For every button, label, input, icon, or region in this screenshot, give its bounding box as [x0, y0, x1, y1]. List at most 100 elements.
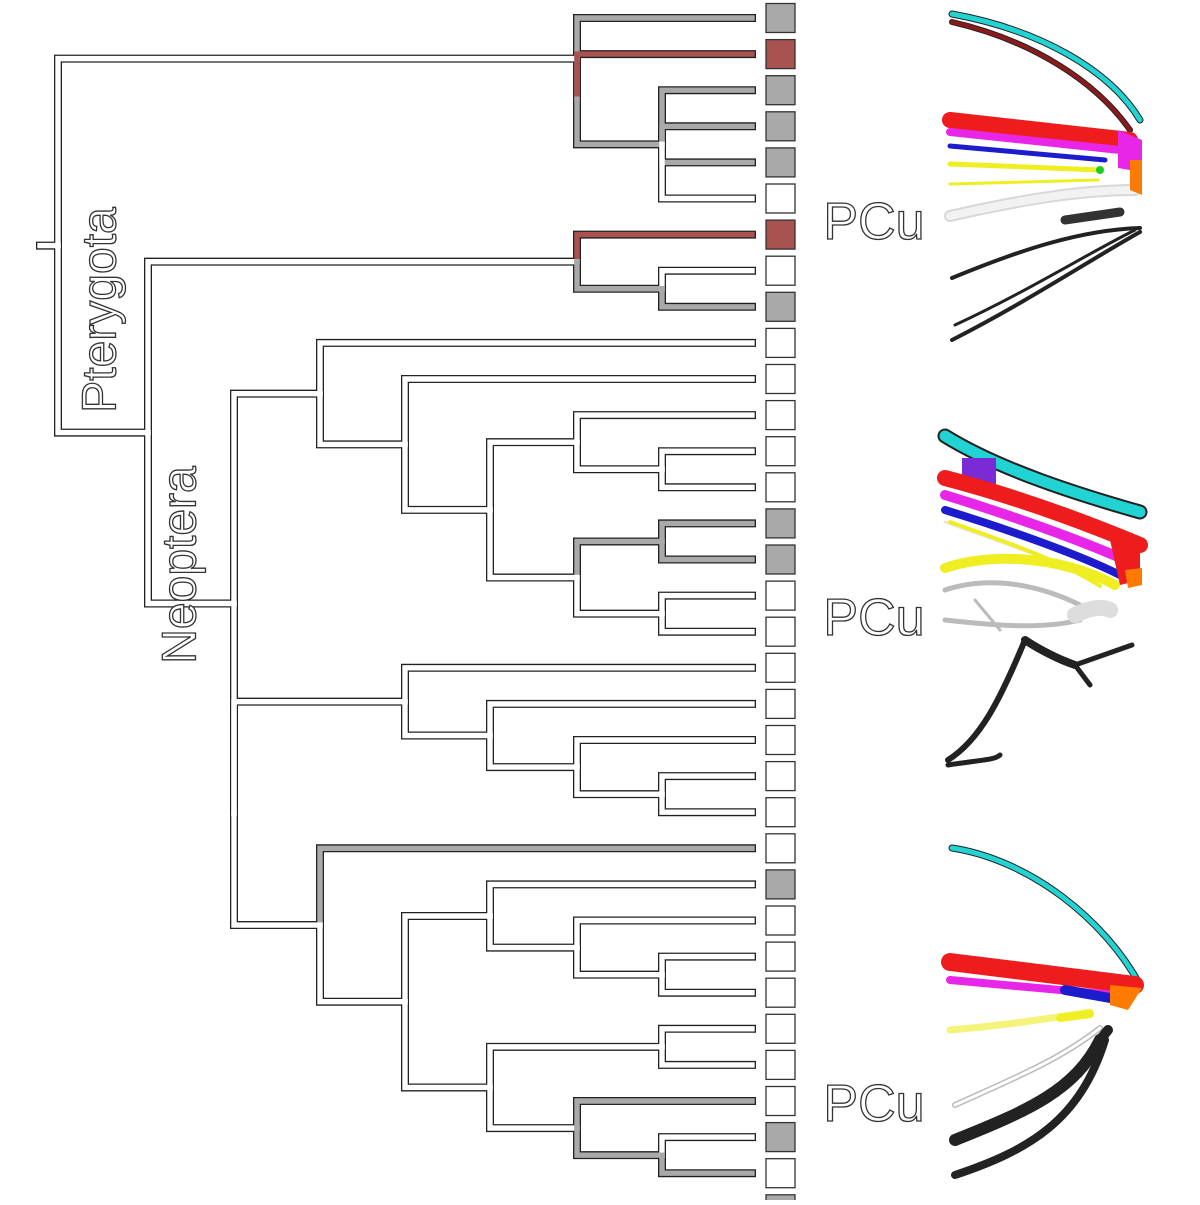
tip-state-box — [765, 1121, 796, 1153]
tree-branch-outline — [658, 447, 756, 474]
tree-branch-outline — [658, 952, 756, 979]
tree-branch-outline — [486, 911, 581, 952]
tip-state-box — [765, 688, 796, 720]
clade-label-pterygota: Pterygota — [74, 207, 127, 413]
tree-branch — [574, 737, 755, 770]
tip-state-box — [765, 327, 796, 359]
tree-branch-outline — [573, 736, 756, 772]
tree-branch-outline — [573, 1124, 666, 1160]
tip-state-box — [765, 147, 796, 178]
tip-state-box — [765, 977, 796, 1008]
tree-branch-outline — [658, 465, 756, 492]
tree-branch — [402, 441, 493, 513]
tip-state-boxes — [765, 2, 796, 1205]
tree-branch — [574, 1125, 665, 1158]
tree-branch-outline — [658, 790, 756, 817]
tree-branch — [659, 1152, 755, 1176]
tree-branch — [574, 944, 665, 978]
wing-base-image-top — [942, 10, 1144, 342]
tip-state-box — [765, 544, 796, 575]
tree-branch — [55, 55, 580, 249]
tree-branch-outline — [658, 86, 756, 149]
tree-branch-outline — [401, 997, 494, 1092]
tip-state-box — [765, 1049, 796, 1081]
tree-branch — [487, 1084, 580, 1131]
tree-branch — [231, 810, 323, 928]
tree-branch — [574, 439, 665, 472]
tip-state-box — [765, 869, 796, 900]
tree-branch-outline — [658, 284, 756, 311]
tip-state-box — [765, 1013, 796, 1044]
tree-branch — [487, 1044, 665, 1091]
tree-branch — [659, 592, 755, 617]
tree-branch-outline — [486, 699, 756, 740]
tree-branch — [402, 913, 493, 1005]
tree-branch-outline — [658, 609, 756, 636]
tree-branch-outline — [573, 763, 666, 799]
tree-branch — [659, 466, 755, 490]
tree-branch — [574, 1098, 755, 1131]
tree-branch-outline — [230, 809, 324, 930]
tree-branch-outline — [658, 519, 756, 546]
tree-branch — [402, 376, 755, 448]
tip-state-box — [765, 2, 796, 34]
tree-branch — [659, 971, 755, 996]
tree-branch-outline — [486, 505, 581, 582]
tree-branch — [487, 732, 580, 770]
tree-branch-outline — [401, 663, 756, 706]
tip-state-box — [765, 183, 796, 214]
tree-branch-outline — [573, 411, 756, 447]
tree-branch-outline — [573, 95, 666, 149]
clade-label-neoptera: Neoptera — [154, 466, 207, 664]
tree-branch — [402, 698, 493, 739]
tree-branch-outline — [486, 438, 581, 514]
tip-state-box — [765, 580, 796, 611]
tree-branch — [574, 412, 755, 445]
wing-base-image-middle — [937, 428, 1148, 768]
tip-state-box — [765, 616, 796, 647]
tip-state-box — [765, 797, 796, 828]
tree-branch-outline — [658, 266, 756, 293]
tree-branch — [659, 1134, 755, 1158]
tree-branch — [487, 701, 755, 739]
tree-branch-outline — [573, 573, 666, 618]
tree-branch — [145, 258, 580, 436]
pcu-label-top: PCu — [823, 193, 924, 251]
tree-branch-outline — [573, 537, 666, 582]
tree-branch — [55, 242, 151, 436]
tree-branch — [574, 51, 755, 102]
tree-branch-outline — [316, 389, 409, 449]
tip-state-box — [765, 472, 796, 503]
tree-branch-outline — [658, 970, 756, 997]
tree-branch — [659, 448, 755, 472]
tip-state-box — [765, 508, 796, 539]
tree-branch — [317, 845, 755, 928]
tree-branch-outline — [573, 438, 666, 474]
tree-branch — [659, 286, 755, 310]
tree-branch-outline — [658, 1024, 756, 1051]
tree-branch-outline — [486, 1083, 581, 1133]
wing-base-image-bottom — [941, 844, 1144, 1179]
tree-branch-outline — [230, 697, 409, 818]
tree-branch — [231, 698, 408, 817]
tip-state-box — [765, 833, 796, 864]
tree-branch-outline — [658, 1042, 756, 1069]
tree-branch — [659, 610, 755, 635]
tree-branch-outline — [316, 338, 756, 398]
tip-state-box — [765, 1158, 796, 1189]
pcu-label-middle: PCu — [823, 589, 924, 647]
tip-state-box — [765, 905, 796, 936]
tip-state-box — [765, 399, 796, 431]
tree-branch — [659, 538, 755, 563]
tree-branch-outline — [658, 140, 756, 203]
tip-state-box — [765, 760, 796, 792]
tree-branch-outline — [230, 389, 324, 608]
tip-state-box — [765, 291, 796, 322]
tree-branch-outline — [486, 880, 756, 920]
tree-branch — [659, 773, 755, 797]
tree-branch — [487, 881, 755, 919]
tree-branch — [317, 390, 408, 448]
tree-branch-outline — [144, 257, 581, 437]
tree-branch-outline — [573, 916, 756, 952]
